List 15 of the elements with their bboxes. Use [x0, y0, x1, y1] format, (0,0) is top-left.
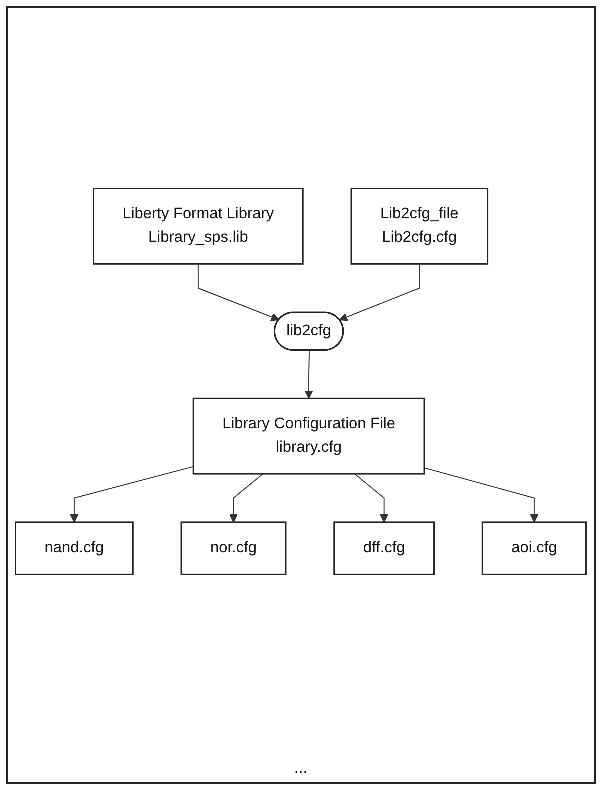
arrow: [230, 474, 264, 524]
node-box: nand.cfg: [15, 522, 134, 576]
arrow: [304, 350, 314, 400]
arrow: [424, 468, 539, 524]
node-box: Library Configuration File library.cfg: [192, 398, 426, 476]
node-box: Lib2cfg_file Lib2cfg.cfg: [350, 188, 489, 266]
arrow: [354, 474, 389, 524]
node-box: aoi.cfg: [482, 522, 587, 576]
node-box: dff.cfg: [334, 522, 435, 576]
node-box: Liberty Format Library Library_sps.lib: [93, 188, 304, 266]
arrow: [339, 264, 420, 322]
arrow: [70, 466, 194, 524]
ellipsis-note: ...: [294, 760, 308, 777]
node-box: nor.cfg: [180, 522, 287, 576]
arrow: [198, 264, 280, 322]
